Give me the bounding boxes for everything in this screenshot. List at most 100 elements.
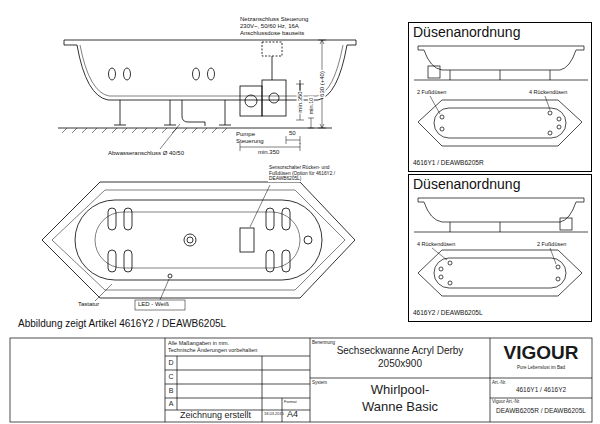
jet-arrangement-figure-part <box>548 131 552 135</box>
plan-view-part <box>124 208 132 230</box>
article-number: 4616Y1 / 4616Y2 <box>516 386 566 393</box>
side-view-part <box>124 68 131 80</box>
title-block-cell: Art.-Nr. <box>492 380 506 385</box>
title-block-note: Alle Maßangaben in mm. <box>168 340 229 346</box>
plan-view-part <box>184 234 196 246</box>
plan-view-part <box>168 274 172 278</box>
plan-view-part <box>95 212 300 268</box>
dimension-label: 630 (+40) <box>319 70 326 98</box>
jet-arrangement-figure <box>414 46 588 296</box>
dimension-label: 50 <box>289 130 296 137</box>
jet-label: 4 Rückendüsen <box>529 89 567 95</box>
jet-arrangement-figure-part <box>418 250 582 296</box>
jet-arrangement-figure-part <box>418 46 584 70</box>
title-block-cell: System <box>312 380 327 385</box>
part-label: Steuerung <box>236 138 264 145</box>
part-label: Sensorschalter Rücken- und Fußdüsen (Opt… <box>268 165 344 182</box>
side-view-part <box>269 93 279 103</box>
dimension-label: min.10 <box>308 97 314 116</box>
jet-arrangement-panel: Düsenanordnung4 Rückendüsen2 Fußdüsen461… <box>408 174 592 322</box>
jet-arrangement-figure-part <box>448 281 452 285</box>
product-size: 2050x900 <box>378 358 422 370</box>
jet-arrangement-panel: Düsenanordnung2 Fußdüsen4 Rückendüsen461… <box>408 22 592 172</box>
revision-letter: D <box>168 359 173 367</box>
title-block <box>10 338 592 422</box>
jet-arrangement-figure-part <box>556 277 560 281</box>
side-view-part <box>80 45 343 96</box>
article-caption: 4616Y1 / DEAWB6205R <box>413 159 484 166</box>
title-block-part <box>165 338 490 422</box>
side-view-part <box>182 100 205 126</box>
plan-view-part <box>52 190 345 290</box>
plan-view-part <box>42 182 355 298</box>
dimension-label: min.350 <box>258 149 279 156</box>
side-view-part <box>64 40 356 100</box>
plan-view-part <box>187 237 193 243</box>
jet-arrangement-figure-part <box>418 198 584 222</box>
plan-view-part <box>304 236 312 244</box>
side-view-part <box>193 68 200 80</box>
side-view-part <box>58 128 332 129</box>
side-view-part <box>160 124 180 149</box>
revision-letter: C <box>168 373 173 381</box>
power-note: Anschlussdose bauseits <box>240 30 304 37</box>
title-block-cell: Zeichnung erstellt <box>180 410 251 420</box>
plan-view-part <box>95 185 270 301</box>
jet-label: 4 Rückendüsen <box>417 241 455 247</box>
jet-arrangement-figure-part <box>557 125 561 129</box>
plan-view-part <box>108 250 116 272</box>
plan-view <box>42 182 355 310</box>
part-label: Tastatur <box>78 301 99 308</box>
revision-letter: A <box>169 400 174 408</box>
side-view-part <box>262 42 282 56</box>
jet-arrangement-figure-part <box>448 261 452 265</box>
title-block-part <box>165 356 310 410</box>
side-view-part <box>245 95 257 107</box>
plan-view-part <box>75 200 322 280</box>
plan-view-part <box>108 208 116 230</box>
article-caption: 4616Y2 / DEAWB6205L <box>413 309 483 316</box>
side-view-part <box>240 86 262 116</box>
dimension-lines-part <box>308 118 314 128</box>
jet-arrangement-figure-part <box>560 218 572 230</box>
system-name: Whirlpool- <box>371 383 430 398</box>
dimension-lines-part <box>286 136 300 144</box>
side-view <box>58 40 356 149</box>
title-block-cell: Benennung <box>312 340 335 345</box>
format-cell: A4 <box>287 409 298 419</box>
jet-arrangement-figure-part <box>434 108 566 138</box>
brand-logo: VIGOUR <box>504 342 579 364</box>
power-note: 230V~, 50/60 Hz, 16A <box>240 23 299 30</box>
revision-letter: B <box>169 387 174 395</box>
article-number: DEAWB6205R / DEAWB6205L <box>496 407 586 414</box>
plan-view-part <box>124 250 132 272</box>
plan-view-part <box>282 250 290 272</box>
plan-view-part <box>266 208 274 230</box>
panel-heading: Düsenanordnung <box>413 24 520 40</box>
title-block-cell: Format <box>284 400 297 405</box>
side-view-part <box>109 68 116 80</box>
jet-arrangement-figure-part <box>557 117 561 121</box>
side-view-part <box>272 56 273 80</box>
title-block-note: Technische Änderungen vorbehalten <box>168 347 257 353</box>
date-cell: 18.03.2015 <box>264 412 284 417</box>
jet-arrangement-figure-part <box>440 115 444 119</box>
jet-arrangement-figure-part <box>428 66 440 78</box>
plan-view-part <box>240 228 254 252</box>
jet-arrangement-figure-part <box>414 222 588 232</box>
jet-arrangement-figure-part <box>440 127 444 131</box>
jet-arrangement-figure-part <box>434 258 566 288</box>
plan-view-part <box>135 300 185 310</box>
dimension-label: min.350 <box>297 90 304 113</box>
dimension-lines-part <box>318 40 326 128</box>
power-note: Netzanschluss Steuerung <box>240 16 308 23</box>
jet-arrangement-figure-part <box>418 100 582 146</box>
system-name: Wanne Basic <box>362 400 438 415</box>
jet-arrangement-figure-part <box>439 267 443 271</box>
side-view-part <box>62 128 227 133</box>
panel-heading: Düsenanordnung <box>413 176 520 192</box>
jet-arrangement-figure-part <box>439 275 443 279</box>
product-name: Sechseckwanne Acryl Derby <box>337 345 464 357</box>
jet-arrangement-figure-part <box>556 265 560 269</box>
